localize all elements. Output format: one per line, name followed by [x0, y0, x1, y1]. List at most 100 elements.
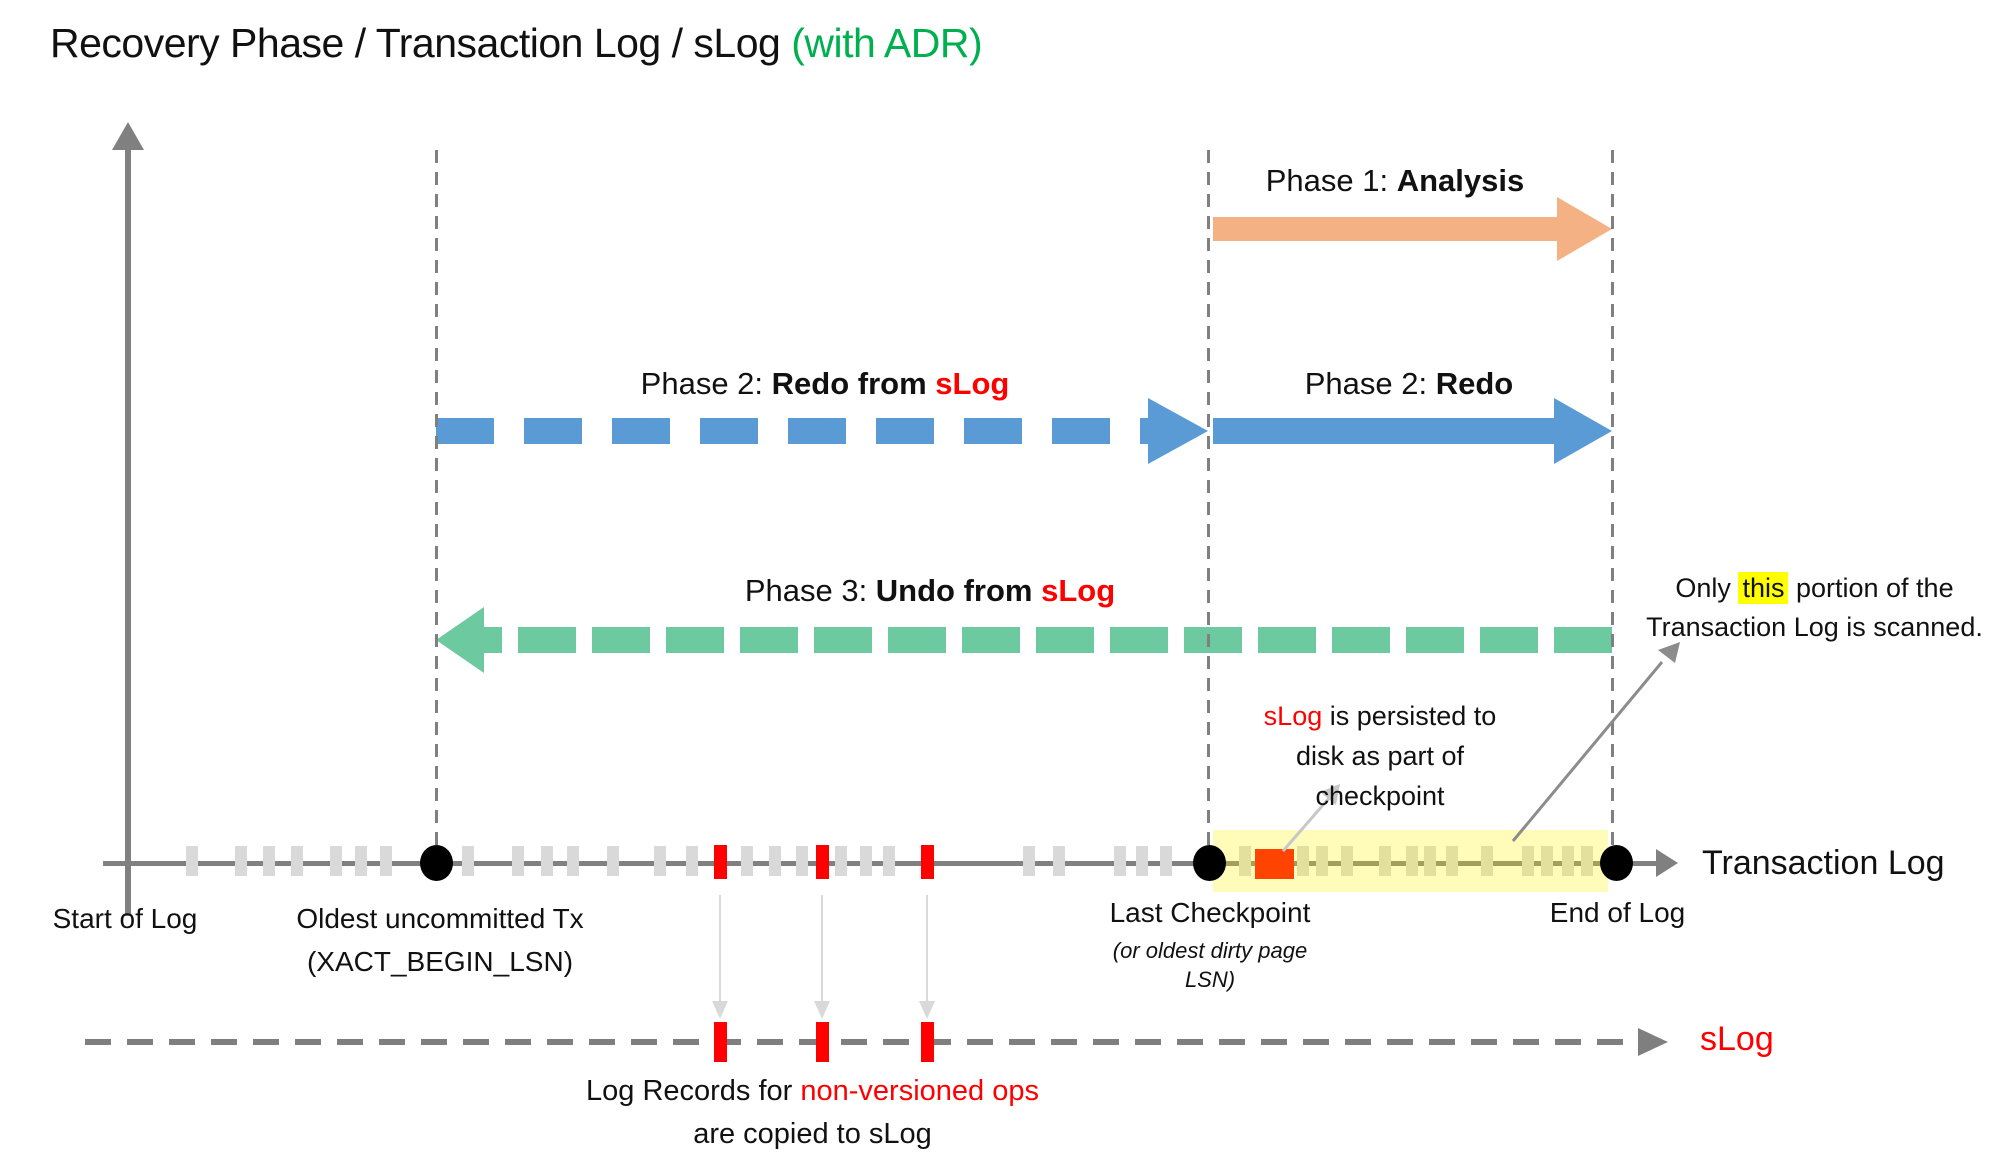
log-record-tick [860, 846, 872, 876]
phase3-undo-arrowhead-icon [436, 607, 484, 673]
phase3-undo-arrow-body [484, 627, 1612, 653]
phase1-analysis-arrow-body [1213, 217, 1557, 241]
log-record-tick [883, 846, 895, 876]
copy-to-slog-arrowhead-icon [814, 1001, 830, 1019]
copy-line1-red: non-versioned ops [800, 1075, 1039, 1107]
log-record-tick [796, 846, 808, 876]
lsn-marker-dot [1192, 845, 1226, 881]
title-adr-suffix: (with ADR) [791, 20, 983, 66]
copy-line2: are copied to sLog [693, 1118, 932, 1150]
slog-copy-annotation: Log Records for non-versioned ops are co… [500, 1070, 1125, 1152]
log-record-tick [1160, 846, 1172, 876]
log-record-tick [235, 846, 247, 876]
phase2s-name: Redo from [771, 366, 936, 401]
phase1-label: Phase 1: Analysis [1185, 163, 1605, 199]
vertical-axis-arrowhead-icon [112, 122, 144, 150]
nonversioned-op-tick [713, 845, 727, 879]
slog-persisted-annotation: sLog is persisted to disk as part of che… [1225, 696, 1535, 816]
log-record-tick-scanned [1341, 846, 1353, 876]
scanned-post: portion of the [1788, 573, 1954, 603]
copy-to-slog-arrow-line [821, 895, 823, 1003]
copy-line1: Log Records for non-versioned ops [500, 1070, 1125, 1113]
copy-to-slog-arrowhead-icon [919, 1001, 935, 1019]
last-checkpoint-label: Last Checkpoint (or oldest dirty page LS… [1070, 897, 1350, 994]
log-record-tick-scanned [1239, 846, 1251, 876]
log-record-tick [654, 846, 666, 876]
vertical-axis-line [125, 138, 131, 916]
nonversioned-op-tick [920, 845, 934, 879]
persisted-line1-rest: is persisted to [1322, 701, 1497, 731]
copy-line1-black: Log Records for [586, 1075, 801, 1107]
phase1-name: Analysis [1396, 163, 1525, 198]
persisted-slog-word: sLog [1263, 701, 1323, 731]
scanned-line1: Only this portion of the [1628, 569, 2001, 608]
log-record-tick-scanned [1379, 846, 1391, 876]
log-record-tick-scanned [1562, 846, 1574, 876]
log-record-tick-scanned [1481, 846, 1493, 876]
persisted-line1: sLog is persisted to [1225, 696, 1535, 736]
scanned-pre: Only [1675, 573, 1739, 603]
last-checkpoint-subtitle: (or oldest dirty page LSN) [1070, 936, 1350, 994]
transaction-log-arrowhead-icon [1656, 849, 1678, 877]
scanned-this-highlight: this [1738, 572, 1789, 604]
log-record-tick-scanned [1406, 846, 1418, 876]
log-record-tick-scanned [1581, 846, 1593, 876]
slog-arrowhead-icon [1638, 1028, 1668, 1056]
log-record-tick [1023, 846, 1035, 876]
log-record-tick [686, 846, 698, 876]
copy-to-slog-arrow-line [719, 895, 721, 1003]
title-main: Recovery Phase / Transaction Log / sLog [50, 20, 792, 66]
log-record-tick [186, 846, 198, 876]
oldest-uncommitted-tx-label: Oldest uncommitted Tx (XACT_BEGIN_LSN) [260, 897, 620, 983]
slog-record-tick [815, 1022, 829, 1062]
log-record-tick-scanned [1522, 846, 1534, 876]
log-record-tick [741, 846, 753, 876]
log-record-tick [263, 846, 275, 876]
log-record-tick [541, 846, 553, 876]
last-checkpoint-sub1: (or oldest dirty page [1112, 938, 1308, 963]
scanned-arrow-line [1511, 661, 1664, 842]
phase3-label: Phase 3: Undo from sLog [490, 573, 1370, 609]
log-record-tick-scanned [1541, 846, 1553, 876]
last-checkpoint-sub2: LSN) [1184, 967, 1236, 992]
phase2-redo-arrowhead-icon [1554, 398, 1612, 464]
phase2-name: Redo [1435, 366, 1514, 401]
log-record-tick [567, 846, 579, 876]
scanned-portion-annotation: Only this portion of the Transaction Log… [1628, 569, 2001, 647]
copy-to-slog-arrow-line [926, 895, 928, 1003]
persisted-line2: disk as part of [1295, 741, 1465, 771]
slog-axis-line [85, 1039, 1638, 1045]
log-record-tick [835, 846, 847, 876]
scanned-line2: Transaction Log is scanned. [1646, 612, 1983, 642]
phase1-analysis-arrowhead-icon [1557, 197, 1612, 261]
dashed-guide-line [1610, 150, 1614, 862]
transaction-log-axis-label: Transaction Log [1702, 844, 1945, 882]
log-record-tick [1053, 846, 1065, 876]
copy-to-slog-arrowhead-icon [712, 1001, 728, 1019]
log-record-tick-scanned [1424, 846, 1436, 876]
phase2-redo-label: Phase 2: Redo [1209, 366, 1609, 402]
log-record-tick [380, 846, 392, 876]
slog-record-tick [713, 1022, 727, 1062]
log-record-tick [355, 846, 367, 876]
start-of-log-label: Start of Log [52, 903, 198, 934]
last-checkpoint-title: Last Checkpoint [1109, 897, 1311, 928]
phase3-prefix: Phase 3: [744, 573, 876, 608]
log-record-tick [462, 846, 474, 876]
phase2-redo-from-slog-arrow-body [436, 418, 1148, 444]
dashed-guide-line [434, 150, 438, 862]
lsn-marker-dot [419, 845, 453, 881]
persisted-line3: checkpoint [1315, 781, 1445, 811]
slog-record-tick [920, 1022, 934, 1062]
phase1-prefix: Phase 1: [1265, 163, 1397, 198]
phase3-slog: sLog [1041, 573, 1116, 608]
log-record-tick [330, 846, 342, 876]
transaction-log-axis-line [103, 861, 1658, 866]
slog-axis-label: sLog [1700, 1020, 1774, 1058]
dashed-guide-line [1206, 150, 1210, 862]
phase2-redo-from-slog-arrowhead-icon [1148, 398, 1208, 464]
phase2-redo-arrow-body [1213, 418, 1554, 444]
scanned-portion-highlight [1213, 830, 1608, 892]
lsn-marker-dot [1599, 845, 1633, 881]
